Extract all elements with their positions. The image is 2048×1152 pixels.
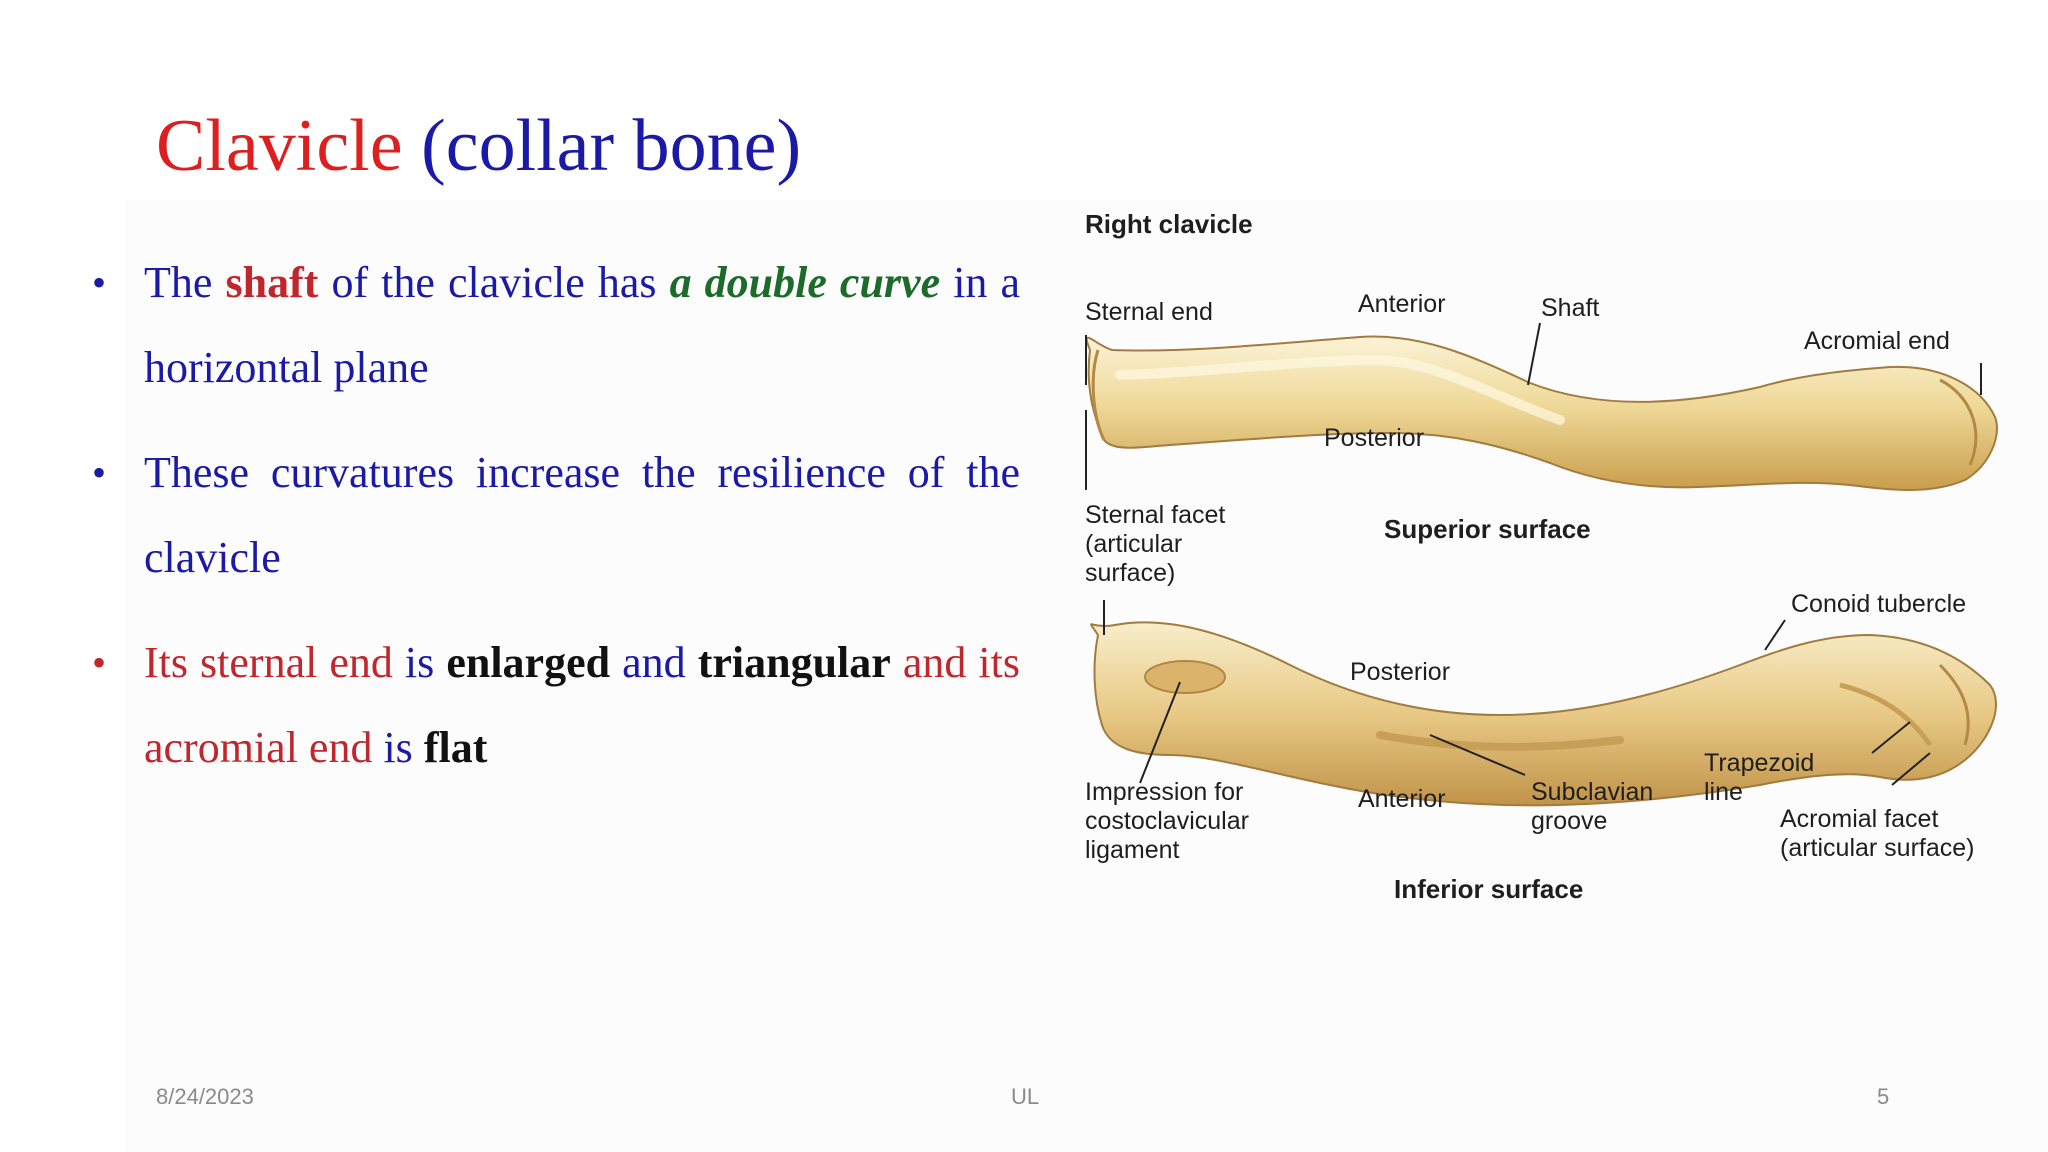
bullet-emphasis: enlarged xyxy=(446,638,611,687)
label-impression: Impression for costoclavicular ligament xyxy=(1085,778,1249,864)
label-subclavian-groove: Subclavian groove xyxy=(1531,778,1654,835)
label-posterior-superior: Posterior xyxy=(1324,424,1425,452)
caption-superior-surface: Superior surface xyxy=(1384,514,1591,544)
bullet-text: of the clavicle has xyxy=(318,258,670,307)
bullet-item: Its sternal end is enlarged and triangul… xyxy=(92,620,1020,790)
label-anterior-inferior: Anterior xyxy=(1358,785,1446,813)
label-shaft: Shaft xyxy=(1541,294,1600,322)
caption-inferior-surface: Inferior surface xyxy=(1394,874,1584,904)
bullet-text: is xyxy=(372,723,424,772)
label-acromial-end: Acromial end xyxy=(1804,327,1950,355)
label-trapezoid-line: Trapezoid line xyxy=(1704,749,1815,806)
label-anterior-superior: Anterior xyxy=(1358,290,1446,318)
bullet-emphasis: a double curve xyxy=(669,258,941,307)
diagram-heading: Right clavicle xyxy=(1085,209,1253,239)
slide-title: Clavicle (collar bone) xyxy=(156,102,801,191)
bullet-text: Its sternal end xyxy=(144,638,393,687)
bullet-item: The shaft of the clavicle has a double c… xyxy=(92,240,1020,410)
bullet-text: is xyxy=(392,638,447,687)
bullet-text: The xyxy=(144,258,226,307)
bullet-emphasis: shaft xyxy=(225,258,319,307)
superior-bone xyxy=(1085,335,1998,491)
bullet-text: in a horizontal plane xyxy=(144,258,1021,392)
leader-lines xyxy=(1085,322,1982,786)
label-posterior-inferior: Posterior xyxy=(1350,658,1451,686)
bullet-item: These curvatures increase the resilience… xyxy=(92,430,1020,600)
bullet-text: and its acromial end xyxy=(144,638,1020,772)
clavicle-illustration xyxy=(1085,322,1998,807)
label-acromial-facet: Acromial facet (articular surface) xyxy=(1780,805,1975,862)
title-sub: (collar bone) xyxy=(421,105,802,187)
bullet-list: The shaft of the clavicle has a double c… xyxy=(92,240,1020,810)
title-main: Clavicle xyxy=(156,105,403,187)
bullet-text: and xyxy=(610,638,698,687)
footer-page-number: 5 xyxy=(1877,1084,1890,1109)
bullet-text: These curvatures increase the resilience… xyxy=(144,448,1020,582)
inferior-bone xyxy=(1090,621,1997,807)
label-sternal-facet: Sternal facet (articular surface) xyxy=(1085,501,1226,587)
clavicle-diagram: Right clavicle Sternal end Anterior Shaf… xyxy=(1060,195,2040,925)
label-sternal-end: Sternal end xyxy=(1085,298,1213,326)
footer-center: UL xyxy=(1011,1084,1040,1109)
footer-date: 8/24/2023 xyxy=(156,1084,254,1109)
bullet-emphasis: triangular xyxy=(697,638,891,687)
bullet-emphasis: flat xyxy=(423,723,488,772)
label-conoid-tubercle: Conoid tubercle xyxy=(1791,590,1967,618)
